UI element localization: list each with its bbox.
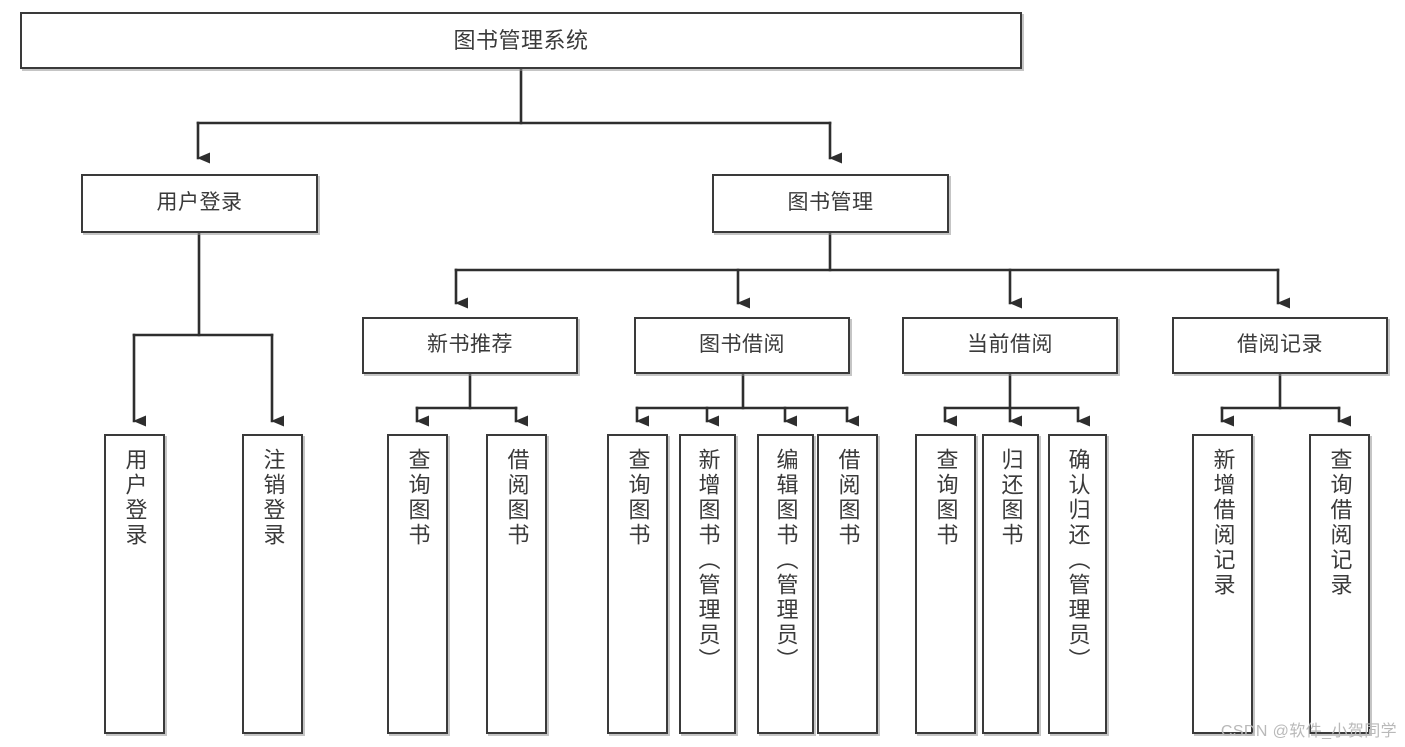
node-label: 用户登录 <box>156 191 243 215</box>
node-label: 归还图书 <box>998 448 1024 548</box>
node-label: 编辑图书（管理员） <box>773 448 799 673</box>
leaf-book-borrow-edit-book-admin[interactable]: 编辑图书（管理员） <box>757 434 814 734</box>
leaf-book-borrow-query-book[interactable]: 查询图书 <box>607 434 668 734</box>
leaf-current-borrow-query-book[interactable]: 查询图书 <box>915 434 976 734</box>
node-label: 查询图书 <box>625 448 651 548</box>
node-label: 借阅图书 <box>504 448 530 548</box>
node-label: 图书管理 <box>787 191 874 215</box>
node-label: 查询图书 <box>405 448 431 548</box>
node-label: 借阅图书 <box>835 448 861 548</box>
node-root-book-management-system[interactable]: 图书管理系统 <box>20 12 1022 69</box>
leaf-borrow-record-query-record[interactable]: 查询借阅记录 <box>1309 434 1370 734</box>
leaf-current-borrow-confirm-return-admin[interactable]: 确认归还（管理员） <box>1048 434 1107 734</box>
node-book-management[interactable]: 图书管理 <box>712 174 949 233</box>
leaf-user-login-login[interactable]: 用户登录 <box>104 434 165 734</box>
node-label: 新增借阅记录 <box>1210 448 1236 598</box>
node-label: 当前借阅 <box>967 333 1053 357</box>
leaf-borrow-record-add-record[interactable]: 新增借阅记录 <box>1192 434 1253 734</box>
leaf-current-borrow-return-book[interactable]: 归还图书 <box>982 434 1039 734</box>
node-borrow-record[interactable]: 借阅记录 <box>1172 317 1388 374</box>
node-label: 查询借阅记录 <box>1327 448 1353 598</box>
watermark-text: CSDN @软件_小贺同学 <box>1220 723 1397 740</box>
node-label: 借阅记录 <box>1237 333 1323 357</box>
node-new-book-recommend[interactable]: 新书推荐 <box>362 317 578 374</box>
node-label: 图书管理系统 <box>453 27 589 53</box>
node-label: 用户登录 <box>122 448 148 548</box>
node-label: 新书推荐 <box>427 333 513 357</box>
leaf-new-book-query-book[interactable]: 查询图书 <box>387 434 448 734</box>
node-label: 新增图书（管理员） <box>695 448 721 673</box>
leaf-user-login-logout[interactable]: 注销登录 <box>242 434 303 734</box>
node-label: 注销登录 <box>260 448 286 548</box>
node-label: 查询图书 <box>933 448 959 548</box>
node-current-borrow[interactable]: 当前借阅 <box>902 317 1118 374</box>
leaf-book-borrow-add-book-admin[interactable]: 新增图书（管理员） <box>679 434 736 734</box>
node-book-borrow[interactable]: 图书借阅 <box>634 317 850 374</box>
node-label: 确认归还（管理员） <box>1065 448 1091 673</box>
node-user-login[interactable]: 用户登录 <box>81 174 318 233</box>
node-label: 图书借阅 <box>699 333 785 357</box>
leaf-new-book-borrow-book[interactable]: 借阅图书 <box>486 434 547 734</box>
leaf-book-borrow-borrow-book[interactable]: 借阅图书 <box>817 434 878 734</box>
